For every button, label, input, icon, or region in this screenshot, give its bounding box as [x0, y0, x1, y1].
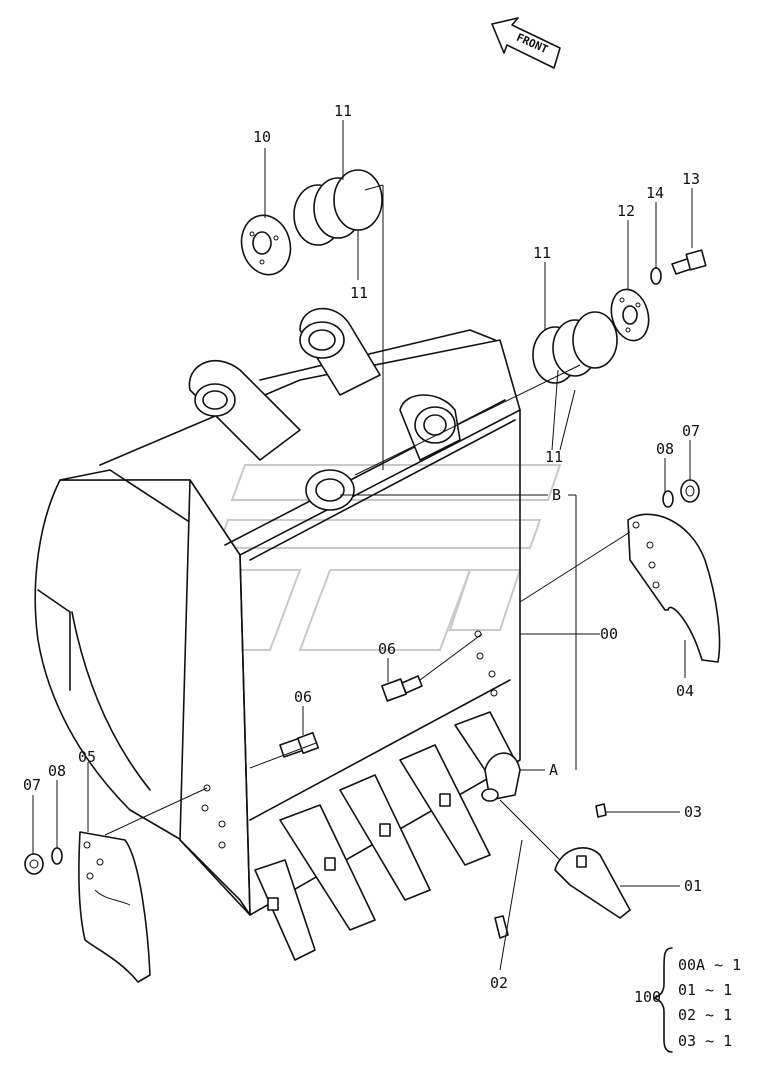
bolt-13 [671, 249, 707, 275]
callout-11-lower: 11 [545, 448, 563, 466]
kit-item-2: 01 ~ 1 [678, 981, 732, 999]
callout-11-top: 11 [334, 102, 352, 120]
kit-label: 100 [634, 988, 661, 1006]
callout-labels: 10 11 11 11 11 12 13 14 B A 00 08 07 04 … [23, 102, 702, 992]
bucket-teeth [254, 711, 521, 961]
callout-10: 10 [253, 128, 271, 146]
callout-07-right: 07 [682, 422, 700, 440]
callout-11-mid: 11 [350, 284, 368, 302]
kit-item-4: 03 ~ 1 [678, 1032, 732, 1050]
callout-08-left: 08 [48, 762, 66, 780]
callout-08-right: 08 [656, 440, 674, 458]
callout-11-right: 11 [533, 244, 551, 262]
washer-08-right [662, 490, 674, 508]
ref-b: B [552, 486, 561, 504]
callout-06-a: 06 [378, 640, 396, 658]
plate-10 [240, 214, 292, 276]
side-cutter-04 [627, 513, 721, 663]
callout-02: 02 [490, 974, 508, 992]
callout-12: 12 [617, 202, 635, 220]
washer-08-left [51, 847, 63, 865]
front-arrow-icon: FRONT [491, 17, 561, 69]
shims-11-top [293, 169, 383, 246]
plate-12 [610, 288, 650, 342]
callout-05: 05 [78, 748, 96, 766]
side-cutter-05 [78, 831, 151, 983]
washer-14 [650, 267, 662, 285]
callout-03: 03 [684, 803, 702, 821]
callout-06-b: 06 [294, 688, 312, 706]
shims-11-right [532, 311, 618, 384]
kit-item-3: 02 ~ 1 [678, 1006, 732, 1024]
callout-00: 00 [600, 625, 618, 643]
nut-07-right [680, 479, 700, 503]
callout-14: 14 [646, 184, 664, 202]
callout-01: 01 [684, 877, 702, 895]
watermark [213, 464, 562, 651]
callout-04: 04 [676, 682, 694, 700]
leader-lines [32, 120, 693, 971]
callout-13: 13 [682, 170, 700, 188]
nut-07-left [24, 853, 44, 875]
lock-03 [595, 803, 607, 818]
bolt-06-a [381, 675, 423, 702]
bucket-body [34, 307, 521, 916]
ref-a: A [549, 761, 558, 779]
tooth-01 [554, 846, 631, 919]
pin-02 [494, 915, 509, 939]
kit-item-1: 00A ~ 1 [678, 956, 741, 974]
callout-07-left: 07 [23, 776, 41, 794]
kit-table: 100 00A ~ 1 01 ~ 1 02 ~ 1 03 ~ 1 [634, 947, 741, 1053]
bolt-06-b [279, 731, 320, 758]
